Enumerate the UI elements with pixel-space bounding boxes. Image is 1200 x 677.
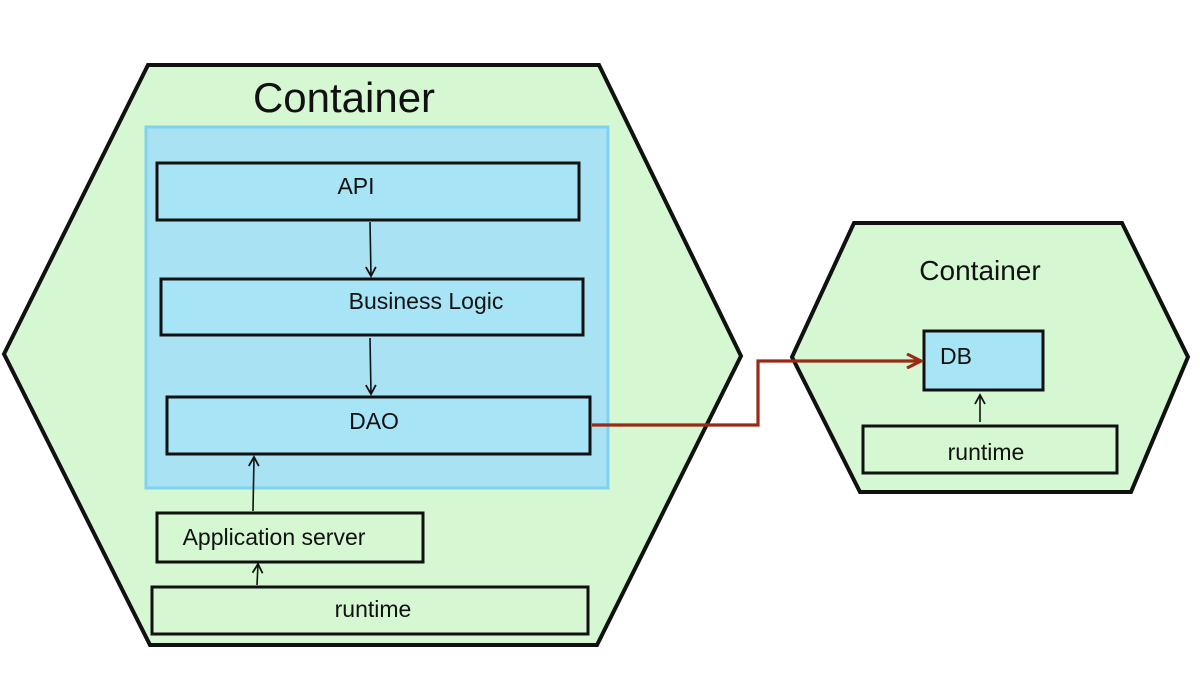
application-server-box xyxy=(155,511,425,564)
application-server-label: Application server xyxy=(183,524,366,550)
business-logic-to-dao-arrow xyxy=(365,337,377,396)
api-box xyxy=(155,161,581,222)
application-server: Application server xyxy=(155,511,425,564)
api-label: API xyxy=(337,173,374,199)
dao-box xyxy=(165,395,592,456)
app-container: Container API Business Logic DAO Applica… xyxy=(1,63,744,647)
db-label: DB xyxy=(940,343,972,369)
db-container: Container DB runtime xyxy=(789,221,1191,494)
app-runtime-label: runtime xyxy=(335,596,412,622)
db-runtime-label: runtime xyxy=(948,439,1025,465)
dao-to-db-connection xyxy=(592,361,921,427)
runtime-to-app-server-arrow xyxy=(251,562,264,586)
db-block: DB xyxy=(922,329,1045,392)
dao-layer: DAO xyxy=(165,395,592,456)
app-runtime-box xyxy=(150,585,590,636)
business-logic-box xyxy=(159,277,585,337)
business-logic-layer: Business Logic xyxy=(159,277,585,337)
business-logic-label: Business Logic xyxy=(349,288,504,314)
api-layer: API xyxy=(155,161,581,222)
db-box xyxy=(922,329,1045,392)
dao-label: DAO xyxy=(349,408,399,434)
app-server-to-dao-arrow xyxy=(248,455,260,512)
db-runtime: runtime xyxy=(861,424,1119,475)
db-container-title: Container xyxy=(919,255,1040,286)
app-runtime: runtime xyxy=(150,585,590,636)
app-container-title: Container xyxy=(253,74,435,121)
api-to-business-logic-arrow xyxy=(365,221,377,278)
db-runtime-box xyxy=(861,424,1119,475)
